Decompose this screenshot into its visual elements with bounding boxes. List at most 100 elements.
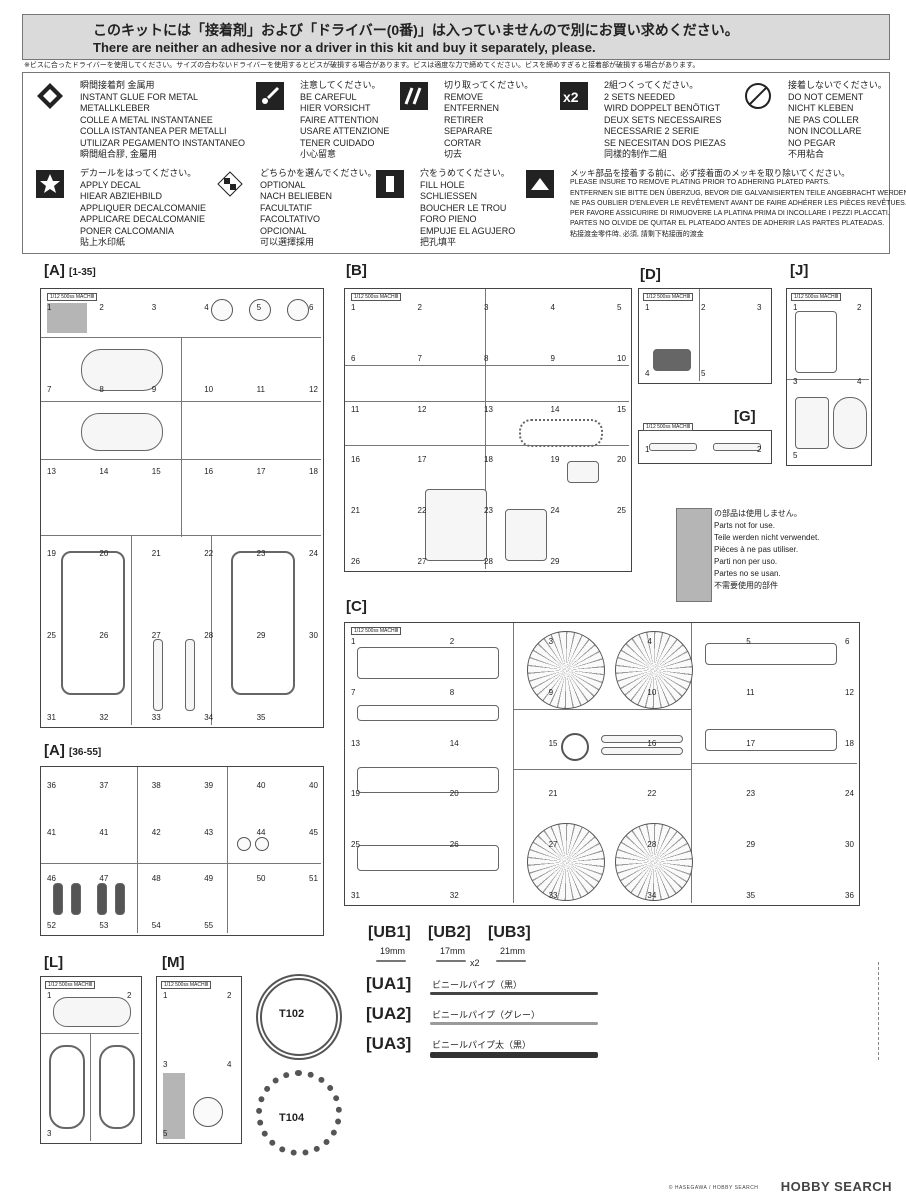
part-number: 30 [309, 631, 318, 640]
part-number: 43 [204, 827, 214, 837]
frame-half-part [61, 551, 125, 695]
tube-code: [UA3] [366, 1034, 412, 1053]
ring-part [255, 837, 269, 851]
part-number: 10 [617, 353, 626, 363]
part-number: 12 [845, 687, 854, 697]
frame-m-header: [M] [162, 954, 185, 971]
part-number: 9 [550, 353, 555, 363]
part-number: 55 [204, 921, 214, 930]
fork-part [153, 639, 163, 711]
legend-line: 不用粘合 [788, 149, 825, 159]
part-number: 2 [127, 991, 132, 1000]
part-number: 5 [256, 303, 262, 312]
vinyl-tube [430, 992, 598, 995]
muffler-part [705, 643, 837, 665]
legend-line: ENTFERNEN SIE BITTE DEN ÜBERZUG, BEVOR D… [570, 189, 906, 197]
part-number: 24 [550, 506, 560, 516]
legend-line: 接着しないでください。 [788, 80, 887, 90]
legend-line: NO PEGAR [788, 137, 836, 148]
remove-icon [400, 82, 428, 110]
engine-case-part [505, 509, 547, 561]
caution-icon [256, 82, 284, 110]
legend-line: RETIRER [444, 114, 484, 125]
part-number: 23 [746, 789, 756, 799]
side-cover-part [49, 1045, 85, 1129]
part-number: 29 [746, 840, 756, 850]
part-number: 25 [47, 631, 56, 640]
part-number: 49 [204, 874, 214, 884]
round-part [249, 299, 271, 321]
part-number: 3 [548, 637, 554, 646]
legend-line: BE CAREFUL [300, 91, 357, 102]
part-number: 1 [645, 303, 650, 312]
part-number: 18 [309, 467, 318, 476]
part-number: 8 [99, 385, 104, 394]
legend-line: SE NECESITAN DOS PIEZAS [604, 137, 726, 148]
part-number: 2 [701, 303, 706, 312]
part-number: 2 [99, 303, 104, 312]
instant-glue-icon [36, 82, 64, 110]
part-number: 53 [99, 921, 109, 930]
screw-note: ※ビスに合ったドライバーを使用してください。サイズの合わないドライバーを使用する… [24, 62, 700, 69]
legend-line: WIRD DOPPELT BENÖTIGT [604, 103, 721, 113]
legend-line: デカールをはってください。 [80, 168, 197, 178]
battery-part [653, 349, 691, 371]
part-number: 7 [417, 353, 422, 363]
part-number: 8 [449, 687, 455, 697]
legend-line: NE PAS OUBLIER D'ENLEVER LE REVÊTEMENT A… [570, 199, 906, 207]
part-number: 27 [548, 840, 558, 850]
part-number: 38 [151, 781, 161, 790]
part-number: 31 [351, 891, 360, 900]
part-number: 36 [845, 891, 854, 900]
screw-shape [496, 960, 526, 962]
part-number: 3 [163, 1060, 168, 1069]
legend-line: PARTES NO OLVIDE DE QUITAR EL PLATEADO A… [570, 220, 885, 228]
legend-line: APPLICARE DECALCOMANIE [80, 214, 206, 224]
legend-line: TENER CUIDADO [300, 137, 375, 148]
legend-line: 切り取ってください。 [444, 80, 534, 90]
part-number: 25 [351, 840, 360, 850]
part-number: 16 [647, 738, 657, 748]
grip-part [115, 883, 125, 915]
part-number: 34 [204, 713, 214, 722]
part-number: 15 [151, 467, 161, 476]
legend-line: DEUX SETS NECESSAIRES [604, 114, 722, 125]
legend-line: SEPARARE [444, 126, 493, 136]
legend-line: 2 SETS NEEDED [604, 91, 676, 102]
part-number: 16 [351, 455, 360, 465]
part-number: 20 [617, 455, 626, 465]
part-number: 3 [757, 303, 762, 312]
part-number: 21 [151, 549, 161, 558]
legend-line: FAIRE ATTENTION [300, 114, 379, 125]
part-number: 21 [351, 506, 360, 516]
fold-guide [878, 962, 879, 1060]
side-cover-part [795, 397, 829, 449]
part-number: 6 [845, 637, 850, 646]
rear-wheel-part [615, 631, 693, 709]
part-number: 16 [204, 467, 214, 476]
drive-chain-part [519, 419, 603, 447]
part-number: 12 [309, 385, 318, 394]
tube-code: [UA2] [366, 1004, 412, 1023]
unused-parts-shade [47, 303, 87, 333]
part-number: 7 [47, 385, 52, 394]
exhaust-pipe-part [357, 647, 499, 679]
part-number: 17 [746, 738, 756, 748]
not-used-swatch [676, 508, 712, 602]
part-number: 3 [151, 303, 157, 312]
legend-line: 同樣的制作二組 [604, 149, 668, 159]
legend-line: APPLIQUER DECALCOMANIE [80, 202, 207, 213]
screw-length: 21mm [500, 946, 526, 956]
part-number: 22 [417, 506, 427, 516]
legend-line: FILL HOLE [420, 179, 465, 190]
side-cover-part [795, 311, 837, 373]
frame-tag: 1/12 500ss MACHⅢ [47, 293, 98, 301]
legend-line: COLLA ISTANTANEA PER METALLI [80, 126, 227, 136]
tube-code: [UA1] [366, 974, 412, 993]
part-number: 47 [99, 874, 109, 884]
legend-line: 粘接渡金零件時, 必須, 請剩下粘接面的渡金 [570, 230, 704, 238]
